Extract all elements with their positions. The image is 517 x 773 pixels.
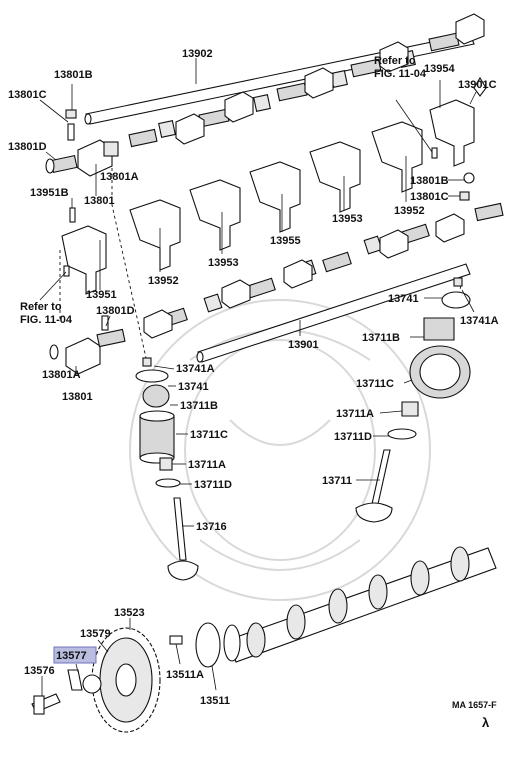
label-13716: 13716	[196, 521, 227, 533]
leader-lines	[39, 58, 477, 696]
ref-right-line1: Refer to	[374, 55, 416, 67]
label-13952-left: 13952	[148, 275, 179, 287]
label-13801-bottom: 13801	[62, 391, 93, 403]
footer: MA 1657-F λ	[452, 700, 497, 730]
left-valve-stack	[135, 357, 199, 581]
rocker-shaft-13901	[196, 263, 471, 363]
label-13801B-top: 13801B	[54, 69, 93, 81]
ref-right-line2: FIG. 11-04	[374, 68, 427, 80]
drawing-code: MA 1657-F	[452, 700, 497, 710]
label-13953-left: 13953	[208, 257, 239, 269]
lower-shaft-assembly	[49, 213, 465, 375]
camshaft	[169, 546, 497, 668]
ref-left-line1: Refer to	[20, 301, 62, 313]
label-13801D-bottom: 13801D	[96, 305, 135, 317]
label-13741-right: 13741	[388, 293, 419, 305]
label-13954: 13954	[424, 63, 455, 75]
right-adjuster-parts	[459, 76, 504, 222]
guide-lines	[59, 168, 463, 359]
upper-shaft-assembly	[45, 13, 485, 177]
label-13901C: 13901C	[458, 79, 497, 91]
label-13902: 13902	[182, 48, 213, 60]
label-13901: 13901	[288, 339, 319, 351]
camshaft-gear	[31, 627, 161, 733]
label-13801A-top: 13801A	[100, 171, 139, 183]
label-13801A-bottom: 13801A	[42, 369, 81, 381]
label-13801C-right: 13801C	[410, 191, 449, 203]
adjuster-screw-top	[65, 109, 77, 141]
label-13711C-left: 13711C	[190, 429, 228, 441]
highlight-13577	[53, 646, 97, 664]
label-13741-left: 13741	[178, 381, 209, 393]
label-13711D-right: 13711D	[334, 431, 372, 443]
label-13711B-right: 13711B	[362, 332, 400, 344]
rocker-shaft-13902	[84, 33, 475, 125]
label-13711A-left: 13711A	[188, 459, 226, 471]
label-13711: 13711	[322, 475, 352, 487]
label-13711A-right: 13711A	[336, 408, 374, 420]
label-13711C-right: 13711C	[356, 378, 394, 390]
label-13951B: 13951B	[30, 187, 69, 199]
label-13579: 13579	[80, 628, 111, 640]
label-13577: 13577	[56, 650, 87, 662]
label-13511: 13511	[200, 695, 230, 707]
label-13801D-top: 13801D	[8, 141, 47, 153]
label-13523: 13523	[114, 607, 145, 619]
part-labels: 13902 13801B 13801C 13801D 13801A 13801 …	[8, 48, 499, 707]
label-13711B-left: 13711B	[180, 400, 218, 412]
label-13741A-left: 13741A	[176, 363, 215, 375]
ref-left-line2: FIG. 11-04	[20, 314, 73, 326]
label-13741A-right: 13741A	[460, 315, 499, 327]
shaft-supports	[61, 99, 475, 295]
label-13801-top: 13801	[84, 195, 115, 207]
right-valve-stack	[355, 277, 471, 523]
label-13801C-top: 13801C	[8, 89, 47, 101]
label-13801B-right: 13801B	[410, 175, 449, 187]
label-13711D-left: 13711D	[194, 479, 232, 491]
reference-notes: Refer to FIG. 11-04 Refer to FIG. 11-04	[20, 55, 427, 326]
label-13576: 13576	[24, 665, 55, 677]
label-13952-right: 13952	[394, 205, 425, 217]
label-13955: 13955	[270, 235, 301, 247]
label-13953-right: 13953	[332, 213, 363, 225]
label-13511A: 13511A	[166, 669, 204, 681]
label-13951: 13951	[86, 289, 117, 301]
corner-mark: λ	[482, 715, 490, 730]
